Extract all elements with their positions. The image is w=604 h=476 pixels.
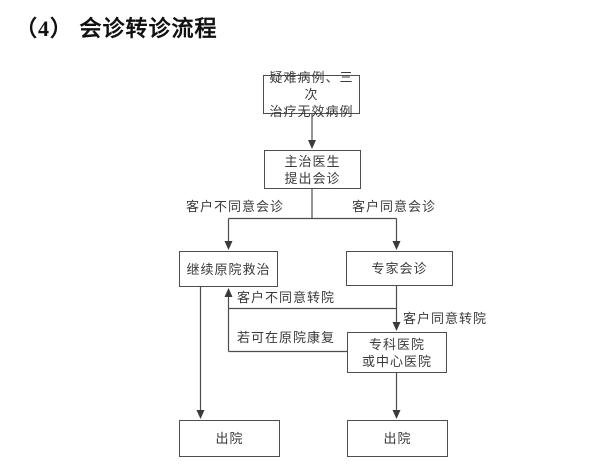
page-title: （4） 会诊转诊流程 xyxy=(15,16,218,41)
edge-label-client-disagrees-consultation: 客户不同意会诊 xyxy=(186,199,285,214)
flow-node-specialist-hospital: 专科医院 或中心医院 xyxy=(347,332,447,373)
flow-node-attending-doctor: 主治医生 提出会诊 xyxy=(264,150,361,189)
flow-node-expert-consultation: 专家会诊 xyxy=(346,251,453,286)
arrowhead-into-discharge-right xyxy=(392,410,401,419)
flow-node-difficult-case: 疑难病例、三次 治疗无效病例 xyxy=(263,70,360,119)
arrowhead-into-expert xyxy=(392,241,401,250)
arrowhead-up-into-continue xyxy=(224,288,233,297)
flow-node-discharge-left: 出院 xyxy=(179,420,280,457)
arrowhead-into-discharge-left xyxy=(196,410,205,419)
arrowhead-into-specialist xyxy=(392,322,401,331)
edge-label-client-disagrees-transfer: 客户不同意转院 xyxy=(237,290,336,305)
flow-node-continue-original-hospital: 继续原院救治 xyxy=(179,251,278,287)
edge-label-client-agrees-transfer: 客户同意转院 xyxy=(403,311,488,326)
arrowhead-into-doctor xyxy=(308,140,316,149)
arrowhead-into-continue xyxy=(224,241,233,250)
edge-label-client-agrees-consultation: 客户同意会诊 xyxy=(352,199,437,214)
flow-node-discharge-right: 出院 xyxy=(347,420,448,457)
edge-label-recover-in-original-hospital: 若可在原院康复 xyxy=(237,330,336,345)
